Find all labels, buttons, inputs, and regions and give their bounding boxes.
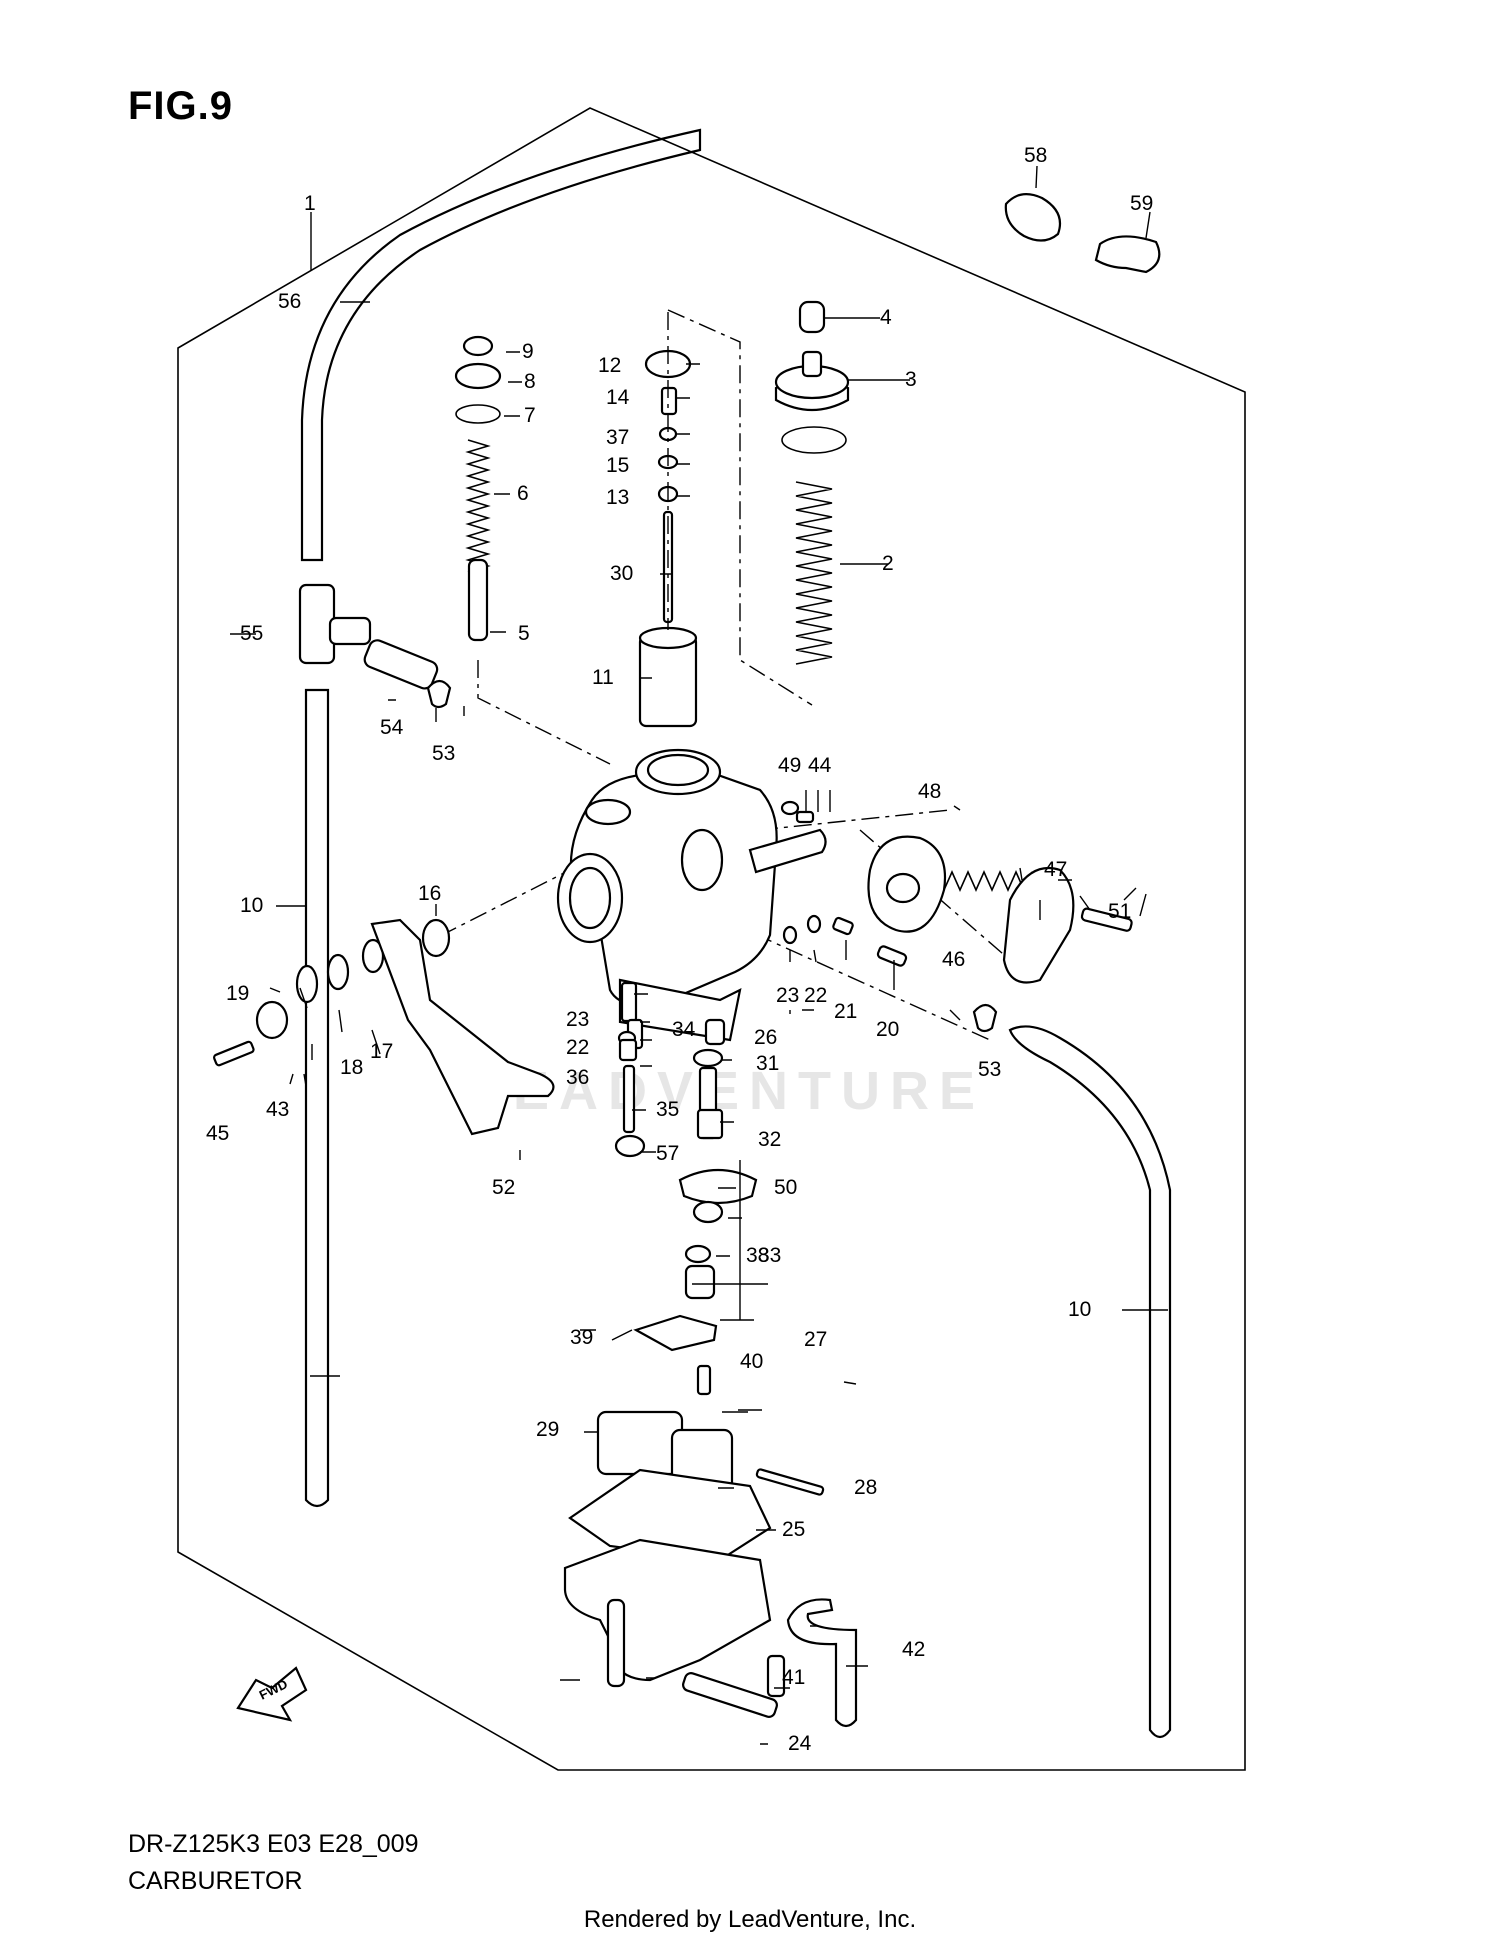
callout-19: 19 (226, 982, 249, 1005)
callout-57: 57 (656, 1142, 679, 1165)
render-credit: Rendered by LeadVenture, Inc. (583, 1906, 917, 1933)
callout-24: 24 (788, 1732, 812, 1755)
callout-leaders (230, 165, 1168, 1745)
callout-14: 14 (606, 386, 630, 409)
callout-36: 36 (566, 1066, 589, 1089)
callout-53-right: 53 (978, 1058, 1001, 1081)
callout-12: 12 (598, 354, 621, 377)
callout-43: 43 (266, 1098, 289, 1121)
callout-26: 26 (754, 1026, 777, 1049)
hose-54 (363, 639, 439, 690)
callout-8: 8 (524, 370, 536, 393)
callout-11: 11 (592, 666, 614, 689)
callout-49: 49 (778, 754, 801, 777)
callout-39: 39 (570, 1326, 593, 1349)
callout-1: 1 (304, 192, 316, 215)
callout-51: 51 (1108, 900, 1131, 923)
callout-41: 41 (782, 1666, 805, 1689)
callout-33: 33 (758, 1244, 781, 1267)
callout-34: 34 (672, 1018, 696, 1041)
callout-59: 59 (1130, 192, 1153, 215)
callout-23-right: 23 (776, 984, 799, 1007)
clamp-59 (1094, 235, 1161, 274)
callout-55: 55 (240, 622, 263, 645)
callout-23-left: 23 (566, 1008, 589, 1031)
callout-56: 56 (278, 290, 301, 313)
callout-16: 16 (418, 882, 441, 905)
callout-20: 20 (876, 1018, 899, 1041)
callout-38: 38 (746, 1244, 769, 1267)
top-cap-group (774, 300, 850, 665)
callout-52: 52 (492, 1176, 515, 1199)
callout-48: 48 (918, 780, 941, 803)
callout-21: 21 (834, 1000, 857, 1023)
callout-30: 30 (610, 562, 633, 585)
callout-15: 15 (606, 454, 629, 477)
clamp-53-left (426, 679, 452, 709)
callout-31: 31 (756, 1052, 779, 1075)
callout-47: 47 (1044, 858, 1067, 881)
callout-54: 54 (380, 716, 404, 739)
callout-4: 4 (880, 306, 892, 329)
callout-45: 45 (206, 1122, 229, 1145)
callout-40: 40 (740, 1350, 763, 1373)
callout-37: 37 (606, 426, 629, 449)
callout-27: 27 (804, 1328, 827, 1351)
carburetor-body (556, 748, 827, 1042)
subassembly-name: CARBURETOR (128, 1867, 303, 1895)
clamp-58 (1004, 193, 1062, 242)
callout-22-left: 22 (566, 1036, 589, 1059)
callout-7: 7 (524, 404, 536, 427)
choke-plunger-group (454, 335, 502, 642)
callout-53-left: 53 (432, 742, 455, 765)
fwd-arrow-icon (236, 1666, 308, 1722)
callout-9: 9 (522, 340, 534, 363)
callout-42: 42 (902, 1638, 925, 1661)
callout-32: 32 (758, 1128, 781, 1151)
assembly-frame (177, 107, 1246, 1771)
callout-46: 46 (942, 948, 965, 971)
throttle-lever-group (213, 918, 555, 1136)
callout-17: 17 (370, 1040, 393, 1063)
figure-title: FIG.9 (128, 84, 234, 128)
callout-18: 18 (340, 1056, 363, 1079)
callout-10-left: 10 (240, 894, 263, 917)
callout-28: 28 (854, 1476, 877, 1499)
model-code: DR-Z125K3 E03 E28_009 (128, 1830, 419, 1858)
vent-hose-10-right (1008, 1025, 1172, 1739)
callout-22-right: 22 (804, 984, 827, 1007)
callout-44: 44 (808, 754, 832, 777)
pump-group (867, 835, 1133, 984)
callout-50: 50 (774, 1176, 797, 1199)
callout-3: 3 (905, 368, 917, 391)
callout-29: 29 (536, 1418, 559, 1441)
callout-5: 5 (518, 622, 530, 645)
callout-13: 13 (606, 486, 629, 509)
callout-10-right: 10 (1068, 1298, 1091, 1321)
tee-joint-55 (298, 583, 372, 665)
callout-2: 2 (882, 552, 894, 575)
callout-58: 58 (1024, 144, 1047, 167)
callout-35: 35 (656, 1098, 679, 1121)
vent-hose-56 (300, 128, 702, 562)
float-bowl-group (563, 981, 858, 1728)
clamp-53-right (972, 1003, 998, 1033)
callout-25: 25 (782, 1518, 805, 1541)
callout-6: 6 (517, 482, 529, 505)
small-fasteners (780, 800, 908, 967)
vent-hose-10-left (304, 688, 330, 1508)
